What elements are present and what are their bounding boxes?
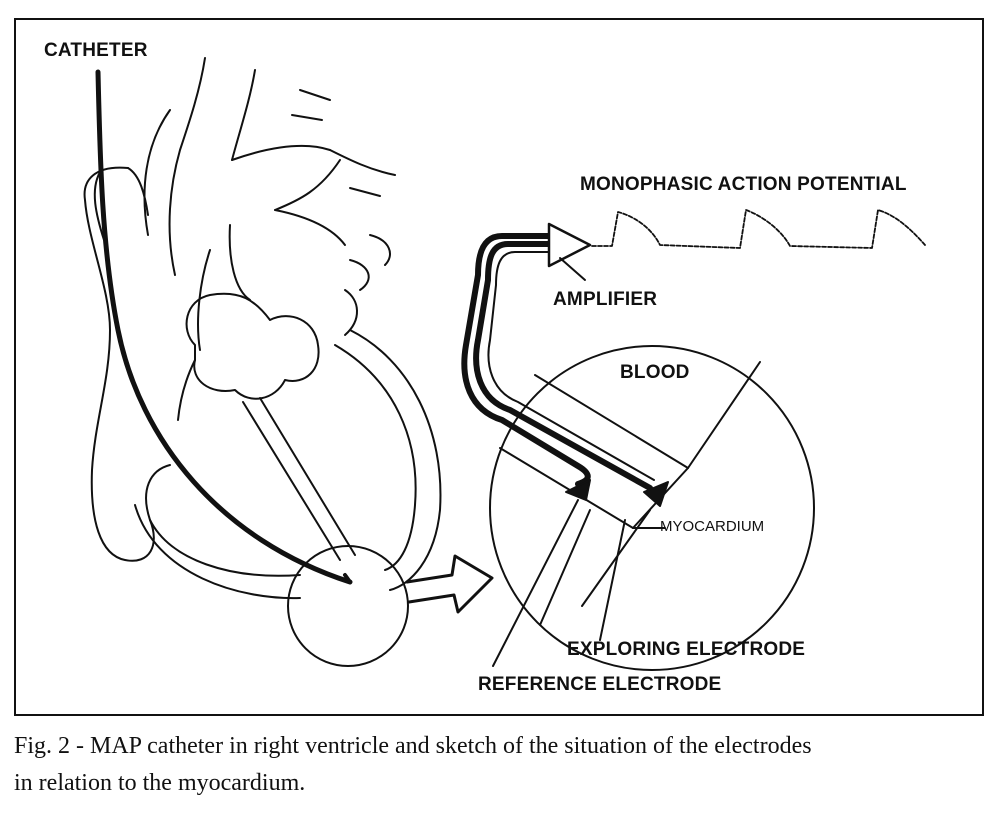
- caption-line-1: Fig. 2 - MAP catheter in right ventricle…: [14, 733, 812, 759]
- label-map: MONOPHASIC ACTION POTENTIAL: [580, 174, 907, 195]
- heart-sketch: [83, 57, 442, 600]
- label-blood: BLOOD: [620, 362, 690, 383]
- caption-line-2: in relation to the myocardium.: [14, 770, 306, 796]
- figure-caption: Fig. 2 - MAP catheter in right ventricle…: [14, 728, 989, 802]
- label-reference-electrode: REFERENCE ELECTRODE: [478, 674, 722, 695]
- label-amplifier: AMPLIFIER: [553, 289, 658, 310]
- detail-lines: [492, 361, 761, 667]
- label-catheter: CATHETER: [44, 40, 148, 61]
- electrode-wires: [461, 233, 655, 491]
- map-trace: [591, 209, 926, 249]
- label-myocardium: MYOCARDIUM: [660, 518, 765, 535]
- label-exploring-electrode: EXPLORING ELECTRODE: [567, 639, 806, 660]
- catheter-line: [95, 69, 353, 585]
- magnify-circle: [287, 545, 409, 667]
- figure-frame: [14, 18, 984, 716]
- arrow-icon: [405, 554, 494, 614]
- exploring-electrode-tip: [643, 481, 669, 507]
- reference-electrode-tip: [565, 479, 591, 501]
- amplifier-icon: [547, 222, 592, 268]
- detail-circle: [489, 345, 815, 671]
